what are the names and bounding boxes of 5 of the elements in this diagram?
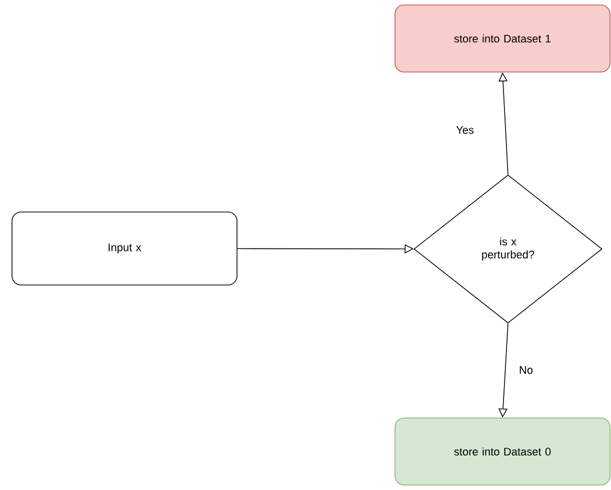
- process-box: store into Dataset 0: [394, 418, 610, 486]
- process-box: Input x: [12, 212, 238, 286]
- edge-label: No: [518, 365, 534, 375]
- edge-label: Yes: [455, 125, 475, 135]
- process-box: store into Dataset 1: [394, 4, 610, 72]
